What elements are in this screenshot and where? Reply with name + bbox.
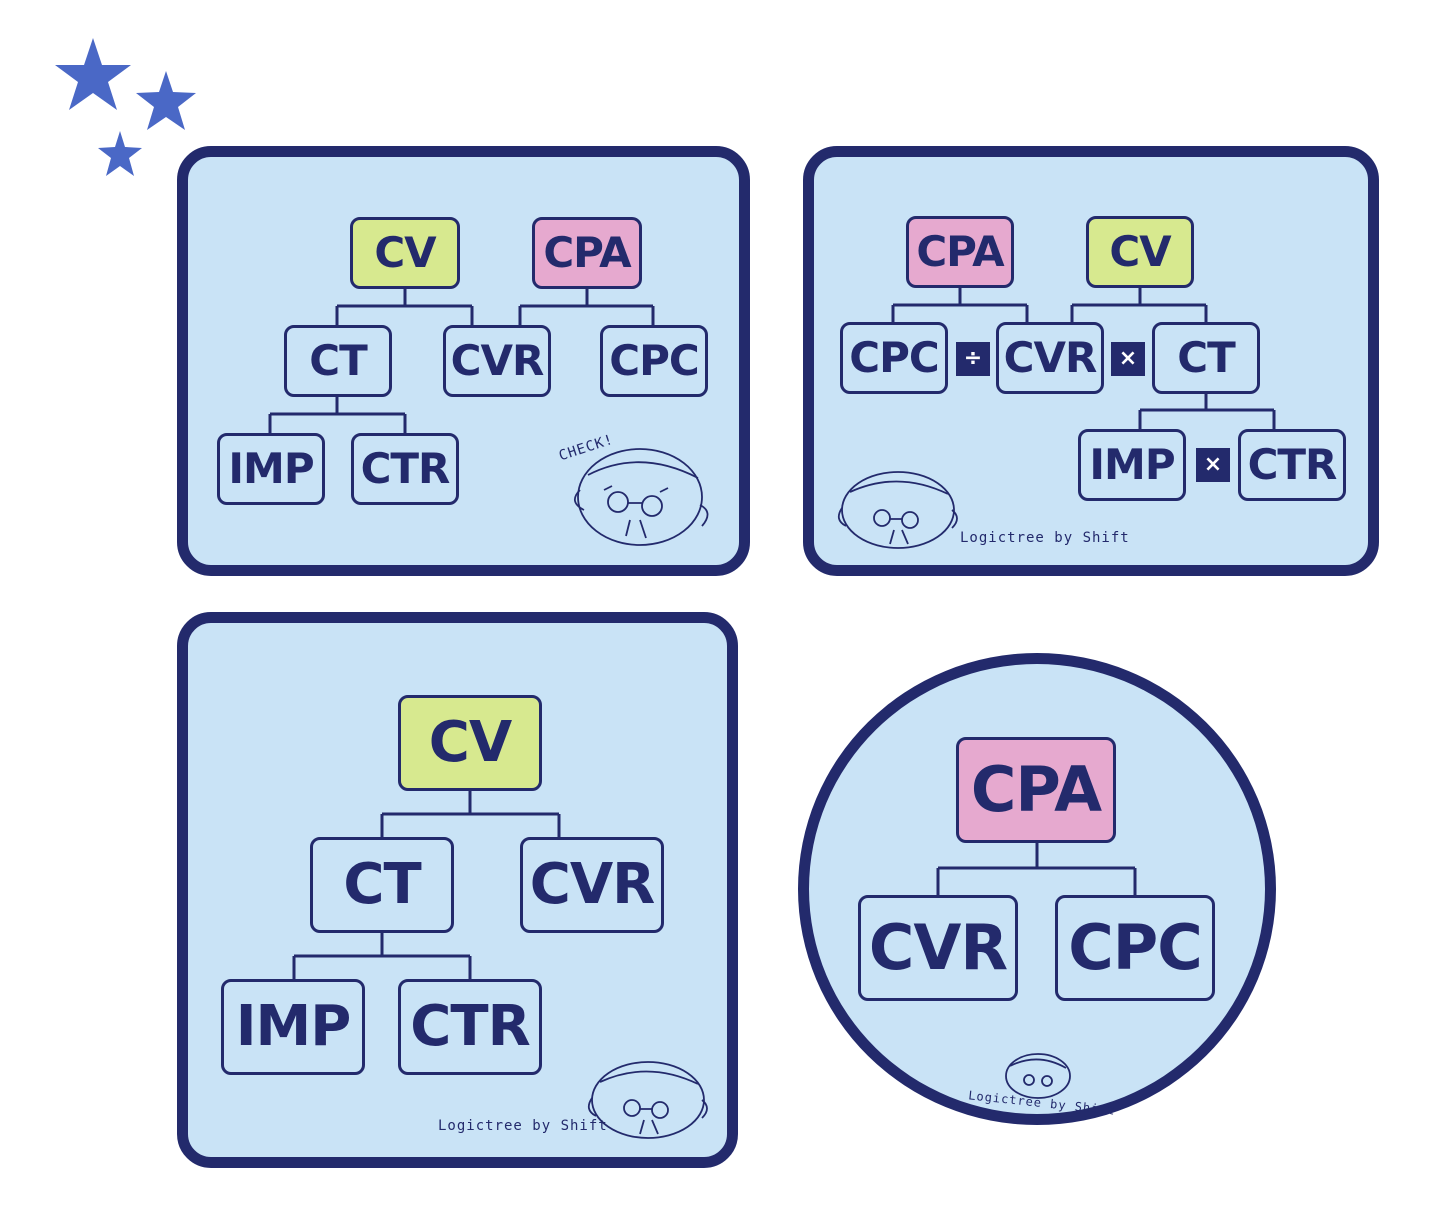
card4-cpa-node: CPA <box>956 737 1116 843</box>
card3-cv-node: CV <box>398 695 542 791</box>
card2-cv-node: CV <box>1086 216 1194 288</box>
card2-times-operator: × <box>1111 342 1145 376</box>
card2-imp-node: IMP <box>1078 429 1186 501</box>
card2-cpa-node: CPA <box>906 216 1014 288</box>
card1-cvr-node: CVR <box>443 325 551 397</box>
card1-ct-node: CT <box>284 325 392 397</box>
star-small-icon <box>98 131 142 176</box>
card2-cvr-node: CVR <box>996 322 1104 394</box>
card3-ct-node: CT <box>310 837 454 933</box>
star-large-icon <box>55 38 131 110</box>
card2-ctr-node: CTR <box>1238 429 1346 501</box>
card1-ctr-node: CTR <box>351 433 459 505</box>
circle-cpa-tree <box>798 653 1276 1125</box>
card1-cv-node: CV <box>350 217 460 289</box>
card1-cpa-node: CPA <box>532 217 642 289</box>
three-stars-icon <box>55 38 196 176</box>
card1-imp-node: IMP <box>217 433 325 505</box>
card1-cpc-node: CPC <box>600 325 708 397</box>
card2-credit: Logictree by Shift <box>960 530 1130 546</box>
card2-times-operator-2: × <box>1196 448 1230 482</box>
card3-cvr-node: CVR <box>520 837 664 933</box>
star-medium-icon <box>136 71 196 130</box>
card3-credit: Logictree by Shift <box>438 1118 608 1134</box>
card3-ctr-node: CTR <box>398 979 542 1075</box>
card2-cpc-node: CPC <box>840 322 948 394</box>
card4-cpc-node: CPC <box>1055 895 1215 1001</box>
card4-cvr-node: CVR <box>858 895 1018 1001</box>
card2-ct-node: CT <box>1152 322 1260 394</box>
card3-imp-node: IMP <box>221 979 365 1075</box>
card2-divide-operator: ÷ <box>956 342 990 376</box>
